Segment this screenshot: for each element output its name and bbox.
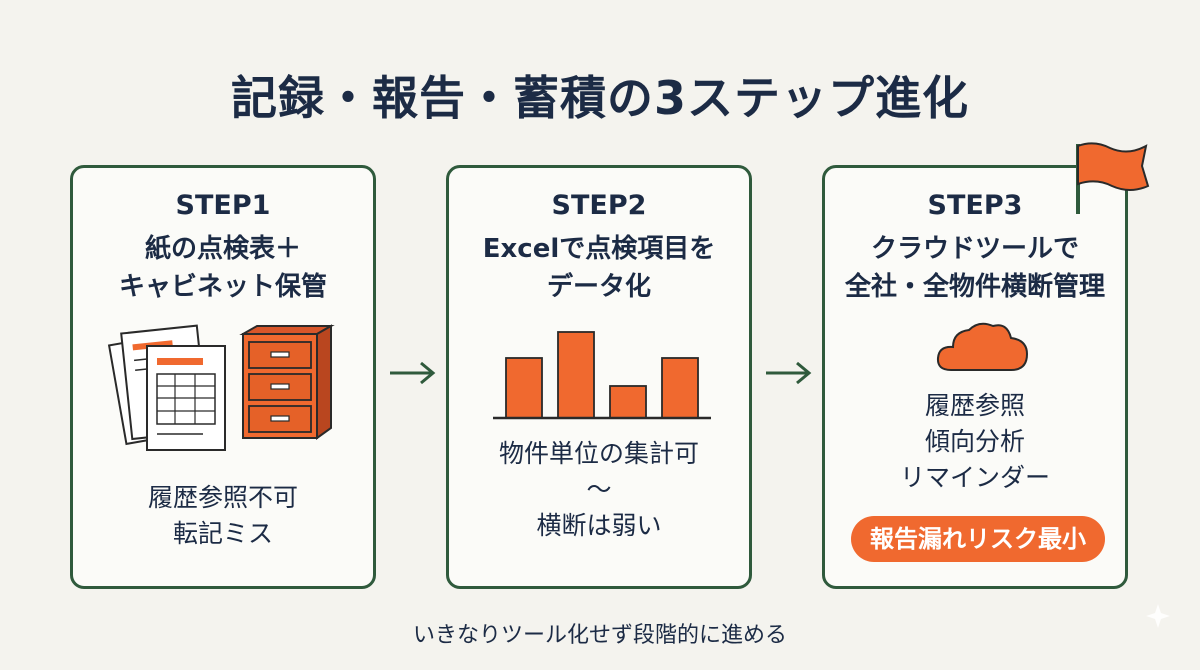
step2-label: STEP2	[551, 190, 647, 221]
step1-body: 履歴参照不可 転記ミス	[73, 480, 373, 552]
step1-body-line2: 転記ミス	[172, 519, 273, 548]
step2-heading: Excelで点検項目を データ化	[449, 230, 749, 306]
step2-heading-line2: データ化	[546, 272, 651, 302]
sparkle-icon	[1146, 604, 1170, 628]
step2-card: STEP2 Excelで点検項目を データ化 物件単位の集計可 〜 横断は弱い	[446, 165, 752, 589]
page-title: 記録・報告・蓄積の3ステップ進化	[230, 71, 969, 125]
step2-body-line1: 物件単位の集計可	[498, 439, 699, 468]
step3-body-line1: 履歴参照	[924, 391, 1025, 420]
step1-card: STEP1 紙の点検表＋ キャビネット保管	[70, 165, 376, 589]
step3-heading-line2: 全社・全物件横断管理	[844, 272, 1105, 302]
paper-forms-icon	[107, 324, 226, 451]
cloud-icon	[936, 322, 1029, 371]
step1-heading-line1: 紙の点検表＋	[144, 234, 301, 264]
step1-body-line1: 履歴参照不可	[147, 483, 298, 512]
step1-label: STEP1	[175, 190, 271, 221]
step1-heading: 紙の点検表＋ キャビネット保管	[73, 230, 373, 306]
step3-card: STEP3 クラウドツールで 全社・全物件横断管理 履歴参照 傾向分析 リマイン…	[822, 165, 1128, 589]
step3-label: STEP3	[927, 190, 1023, 221]
risk-badge: 報告漏れリスク最小	[851, 516, 1105, 562]
step3-body-line2: 傾向分析	[924, 427, 1025, 456]
step2-body: 物件単位の集計可 〜 横断は弱い	[449, 436, 749, 544]
footer-note: いきなりツール化せず段階的に進める	[412, 623, 787, 648]
bar-chart-icon	[493, 331, 711, 420]
step2-body-line2: 〜	[586, 475, 612, 504]
step3-heading-line1: クラウドツールで	[870, 234, 1079, 264]
step2-body-line3: 横断は弱い	[536, 511, 662, 540]
arrow-right-icon	[766, 361, 812, 385]
step2-heading-line1: Excelで点検項目を	[482, 234, 716, 264]
flag-icon	[1076, 142, 1150, 214]
step3-heading: クラウドツールで 全社・全物件横断管理	[825, 230, 1125, 306]
step3-body-line3: リマインダー	[899, 463, 1050, 492]
arrow-right-icon	[390, 361, 436, 385]
step1-heading-line2: キャビネット保管	[118, 272, 327, 302]
step3-body: 履歴参照 傾向分析 リマインダー	[825, 388, 1125, 496]
filing-cabinet-icon	[239, 324, 335, 440]
